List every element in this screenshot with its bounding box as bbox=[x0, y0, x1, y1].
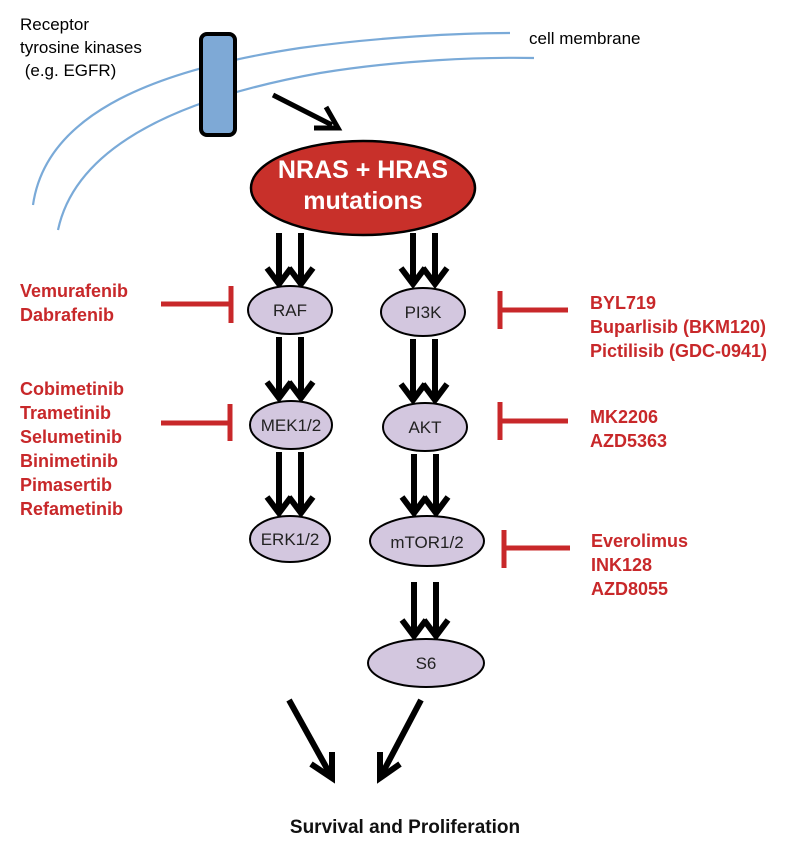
arrow-head bbox=[398, 382, 428, 405]
node-mtor-label: mTOR1/2 bbox=[390, 533, 463, 552]
node-raf: RAF bbox=[247, 285, 333, 335]
receptor-label: Receptor tyrosine kinases (e.g. EGFR) bbox=[20, 13, 142, 82]
outcome-label: Survival and Proliferation bbox=[289, 817, 521, 838]
inhibitor-bar-mtor bbox=[501, 530, 570, 568]
arrow-head bbox=[421, 618, 451, 641]
receptor-label-line: Receptor bbox=[20, 15, 89, 34]
drug-name: AZD8055 bbox=[591, 579, 669, 599]
mtor-inhibitors-list: Everolimus INK128 AZD8055 bbox=[591, 529, 688, 601]
drug-name: Binimetinib bbox=[20, 451, 118, 471]
double-arrow-akt-to-mtor bbox=[399, 454, 451, 518]
mek-inhibitors-list: Cobimetinib Trametinib Selumetinib Binim… bbox=[20, 377, 124, 521]
node-s6: S6 bbox=[367, 638, 485, 688]
node-akt: AKT bbox=[382, 402, 468, 452]
drug-name: INK128 bbox=[591, 555, 653, 575]
node-pi3k-label: PI3K bbox=[405, 303, 443, 322]
arrow-head bbox=[286, 380, 316, 403]
ras-label-line1: NRAS + HRAS bbox=[278, 156, 448, 184]
double-arrow-mtor-to-s6 bbox=[399, 582, 451, 641]
drug-name: BYL719 bbox=[590, 293, 657, 313]
node-pi3k: PI3K bbox=[380, 287, 466, 337]
receptor-label-line: tyrosine kinases bbox=[20, 38, 142, 57]
receptor-label-line: (e.g. EGFR) bbox=[20, 61, 117, 80]
inhibitor-bar-raf bbox=[161, 286, 234, 323]
drug-name: Vemurafenib bbox=[20, 281, 129, 301]
inhibitor-bar-akt bbox=[497, 402, 568, 440]
arrow-head bbox=[398, 266, 428, 289]
receptor-to-ras-arrow bbox=[271, 92, 343, 131]
arrow-head bbox=[399, 618, 429, 641]
raf-inhibitors-list: Vemurafenib Dabrafenib bbox=[20, 279, 128, 327]
membrane-inner-curve bbox=[56, 56, 535, 231]
node-s6-label: S6 bbox=[416, 654, 437, 673]
node-mek-label: MEK1/2 bbox=[261, 416, 321, 435]
drug-name: Cobimetinib bbox=[20, 379, 124, 399]
node-erk-label: ERK1/2 bbox=[261, 530, 320, 549]
node-mek: MEK1/2 bbox=[249, 400, 333, 450]
double-arrow-ras-to-raf bbox=[264, 233, 316, 289]
drug-name: Trametinib bbox=[20, 403, 112, 423]
double-arrow-raf-to-mek bbox=[264, 337, 316, 403]
drug-name: Refametinib bbox=[20, 499, 124, 519]
inhibitor-bar-pi3k bbox=[497, 291, 568, 329]
drug-name: Selumetinib bbox=[20, 427, 123, 447]
drug-name: MK2206 bbox=[590, 407, 659, 427]
drug-name: Pictilisib (GDC-0941) bbox=[590, 341, 768, 361]
arrow-head bbox=[264, 266, 294, 289]
double-arrow-ras-to-pi3k bbox=[398, 233, 450, 289]
drug-name: Dabrafenib bbox=[20, 305, 115, 325]
arrow-head bbox=[421, 495, 451, 518]
pi3k-inhibitors-list: BYL719 Buparlisib (BKM120) Pictilisib (G… bbox=[590, 291, 767, 363]
arrow-head bbox=[264, 380, 294, 403]
arrow-head bbox=[264, 495, 294, 518]
arrow-head bbox=[399, 495, 429, 518]
double-arrow-mek-to-erk bbox=[264, 452, 316, 518]
cell-membrane-label: cell membrane bbox=[529, 29, 641, 48]
arrow-left-to-outcome bbox=[286, 698, 335, 784]
arrow-right-to-outcome bbox=[377, 698, 424, 784]
arrow-head bbox=[286, 495, 316, 518]
akt-inhibitors-list: MK2206 AZD5363 bbox=[590, 405, 667, 453]
inhibitor-bar-mek bbox=[161, 404, 233, 441]
drug-name: AZD5363 bbox=[590, 431, 668, 451]
node-mtor: mTOR1/2 bbox=[369, 515, 485, 567]
arrow-head bbox=[420, 266, 450, 289]
double-arrow-pi3k-to-akt bbox=[398, 339, 450, 405]
drug-name: Buparlisib (BKM120) bbox=[590, 317, 767, 337]
drug-name: Pimasertib bbox=[20, 475, 113, 495]
node-erk: ERK1/2 bbox=[249, 515, 331, 563]
node-raf-label: RAF bbox=[273, 301, 307, 320]
membrane-outer-curve bbox=[31, 31, 511, 206]
ras-mutations-node: NRAS + HRAS mutations bbox=[249, 139, 477, 237]
drug-name: Everolimus bbox=[591, 531, 689, 551]
ras-label-line2: mutations bbox=[303, 187, 422, 215]
arrow-head bbox=[420, 382, 450, 405]
arrow-head bbox=[286, 266, 316, 289]
node-akt-label: AKT bbox=[408, 418, 441, 437]
receptor-box bbox=[199, 32, 237, 137]
